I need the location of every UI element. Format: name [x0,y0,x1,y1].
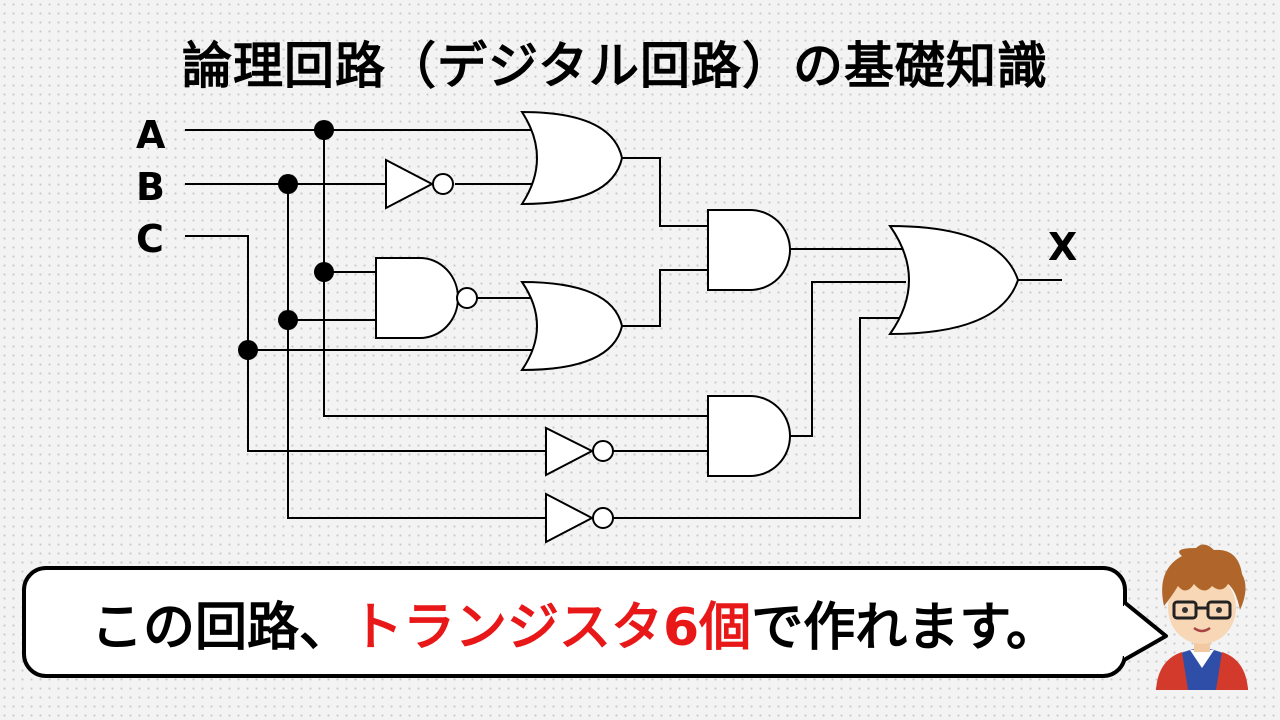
speech-bubble-tail [1122,600,1168,662]
callout-text: この回路、トランジスタ6個で作れます。 [22,566,1127,678]
input-label-c: C [136,217,164,261]
logic-circuit-diagram: A B C X [136,110,1077,544]
or-gate-top [520,110,624,206]
and-gate-mid [707,209,791,291]
and-gate-low [707,395,791,477]
or-gate-final [888,224,1020,336]
speech-bubble [22,566,1127,678]
input-label-b: B [136,165,165,209]
not-gate-c [545,426,614,477]
callout-suffix: で作れます。 [751,597,1058,658]
not-gate-b-lower [545,492,614,544]
boy-with-glasses-avatar-icon [1156,544,1248,690]
callout-highlight: トランジスタ6個 [351,597,752,658]
or-gate-mid [520,280,624,372]
wires [185,129,1062,519]
nand-gate-mid [375,257,478,339]
output-label-x: X [1048,225,1077,269]
page-title: 論理回路（デジタル回路）の基礎知識 [182,37,1048,95]
input-label-a: A [136,113,166,157]
callout-prefix: この回路、 [90,597,351,658]
not-gate-b [385,158,454,210]
junction-dots [238,120,334,360]
